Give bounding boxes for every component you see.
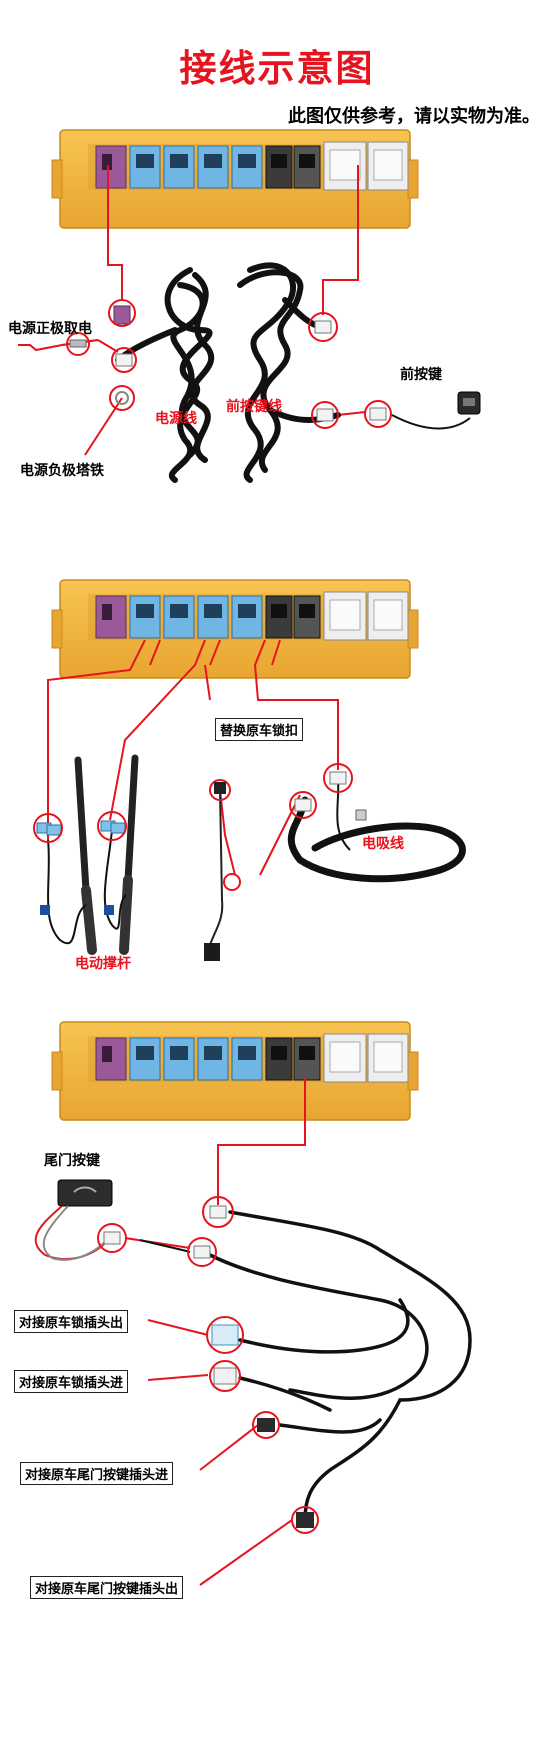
control-box-1	[51, 129, 419, 229]
electric-strut-left	[74, 756, 97, 955]
label-electric-strut: 电动撑杆	[75, 956, 131, 972]
front-key-harness-connector	[308, 312, 338, 342]
tail-door-harness	[208, 1210, 472, 1522]
tail-door-button	[57, 1179, 113, 1207]
front-key-button	[457, 391, 481, 415]
front-key-cable-bundle	[237, 262, 341, 483]
label-suction-cable: 电吸线	[362, 836, 404, 852]
strut-tie-left	[40, 905, 50, 915]
power-fuse-connector	[111, 347, 137, 373]
label-front-key-cable: 前按键线	[226, 399, 282, 415]
harness-main-connector	[202, 1196, 234, 1228]
label-power-cable: 电源线	[155, 411, 197, 427]
replacement-lock-latch	[204, 779, 241, 961]
power-positive-wire	[18, 332, 99, 356]
power-connector-purple	[108, 299, 136, 327]
electric-strut-right	[119, 754, 139, 955]
lock-in-connector	[209, 1360, 241, 1392]
power-cable-bundle	[115, 267, 215, 483]
tail-button-wires	[34, 1205, 191, 1261]
ground-ring-terminal	[109, 385, 135, 411]
strut-connector-left	[33, 813, 63, 843]
label-lock-out: 对接原车锁插头出	[14, 1310, 129, 1333]
electric-suction-cable	[287, 763, 466, 883]
tail-key-in-connector	[252, 1411, 280, 1439]
label-front-key: 前按键	[400, 367, 442, 383]
front-key-inline-connector-b	[364, 400, 471, 430]
label-tail-key-out: 对接原车尾门按键插头出	[30, 1576, 184, 1599]
tail-key-out-connector	[291, 1506, 319, 1534]
strut-wires	[47, 829, 127, 945]
disclaimer-text: 此图仅供参考，请以实物为准。	[288, 106, 540, 127]
label-power-negative: 电源负极塔铁	[20, 463, 104, 479]
control-box-2	[51, 579, 419, 679]
label-tail-key-in: 对接原车尾门按键插头进	[20, 1462, 174, 1485]
label-tail-button: 尾门按键	[44, 1153, 100, 1169]
label-lock-in: 对接原车锁插头进	[14, 1370, 129, 1393]
front-key-inline-connector-a	[311, 401, 339, 429]
control-box-3	[51, 1021, 419, 1121]
harness-button-connector	[187, 1237, 217, 1267]
lock-out-connector	[206, 1316, 244, 1354]
strut-tie-right	[104, 905, 114, 915]
label-replace-lock: 替换原车锁扣	[215, 718, 304, 741]
page-title: 接线示意图	[179, 47, 375, 90]
tail-button-connector	[97, 1223, 127, 1253]
strut-connector-right	[97, 811, 127, 841]
label-power-positive: 电源正极取电	[8, 321, 92, 337]
